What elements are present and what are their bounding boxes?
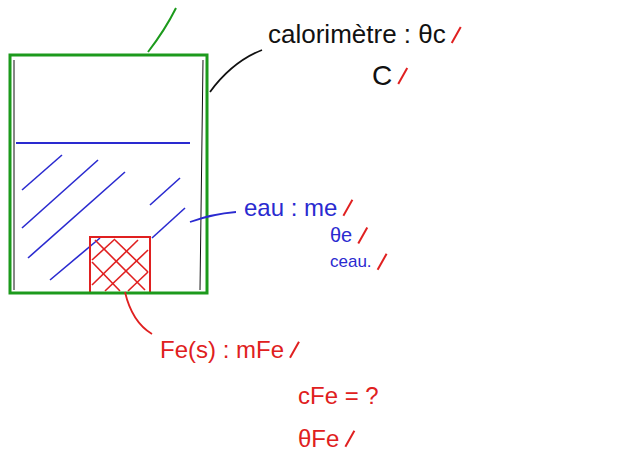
- check-mark: [343, 200, 352, 216]
- label: eau : me: [244, 194, 337, 222]
- leader-line: [210, 50, 262, 92]
- calorimeter-vessel: [10, 55, 207, 293]
- vessel-inner-wall: [14, 60, 15, 290]
- label: calorimètre : θc: [268, 20, 446, 50]
- label: Fe(s) : mFe: [160, 336, 284, 364]
- check-mark: [290, 342, 299, 358]
- iron-block: [90, 237, 150, 293]
- check-mark: [358, 228, 367, 244]
- check-mark: [452, 27, 461, 43]
- label: ceau.: [330, 252, 372, 272]
- label: θFe: [298, 425, 339, 453]
- water-level: [16, 142, 190, 144]
- leader-line: [190, 212, 236, 222]
- leader-line: [125, 292, 152, 334]
- water-hatching: [22, 155, 185, 280]
- vessel-inner-wall: [200, 60, 203, 290]
- label: θe: [330, 224, 352, 247]
- check-mark: [378, 254, 387, 270]
- check-mark: [345, 431, 354, 447]
- label: cFe = ?: [298, 382, 379, 410]
- check-mark: [398, 68, 407, 84]
- label: C: [372, 60, 392, 92]
- pointer-line: [148, 8, 176, 52]
